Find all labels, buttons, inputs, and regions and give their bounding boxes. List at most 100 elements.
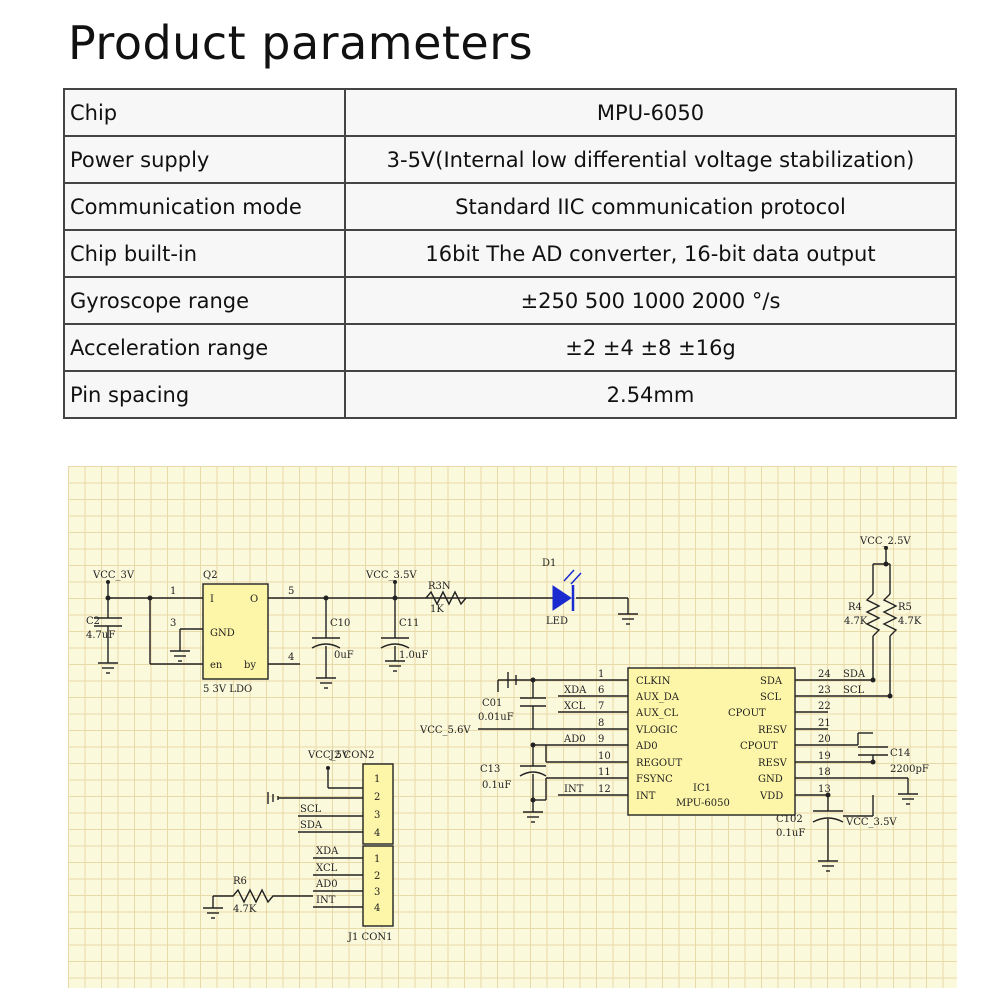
ldo-pinnum-1: 1 (170, 586, 176, 597)
j2-name: J2 CON2 (329, 750, 375, 761)
ic-pinnum-r6: 19 (818, 751, 831, 762)
ic-pin-clkin: CLKIN (636, 676, 671, 687)
ic-pin-int: INT (636, 791, 656, 802)
c2-ref: C2 (86, 616, 100, 627)
label-vcc-25v: VCC_2.5V (859, 536, 911, 547)
parameter-value: ±250 500 1000 2000 °/s (344, 276, 957, 325)
net-xda-j1: XDA (316, 846, 339, 857)
ldo-pin-gnd: GND (210, 628, 235, 639)
parameter-value: ±2 ±4 ±8 ±16g (344, 323, 957, 372)
net-scl-ic: SCL (843, 685, 865, 696)
parameter-label: Power supply (63, 135, 346, 184)
ic-pin-vdd: VDD (759, 791, 783, 802)
parameter-label: Chip built-in (63, 229, 346, 278)
net-scl-j2: SCL (300, 804, 322, 815)
parameter-label: Acceleration range (63, 323, 346, 372)
ic-pinnum-l5: 9 (598, 734, 604, 745)
ic-pin-gnd: GND (758, 774, 783, 785)
j1-pin-4: 4 (374, 903, 380, 914)
ldo-pinnum-4: 4 (288, 652, 294, 663)
led-ref: D1 (542, 558, 556, 569)
c13-value: 0.1uF (482, 780, 511, 791)
j2-pin-4: 4 (374, 828, 380, 839)
ic-pinnum-l6: 10 (598, 751, 611, 762)
ic-pin-ad0: AD0 (635, 741, 658, 752)
label-vcc-35v-top: VCC_3.5V (365, 570, 417, 581)
c11-ref: C11 (399, 618, 419, 629)
ldo-pin-by: by (244, 660, 256, 671)
ic-pinnum-l7: 11 (598, 767, 611, 778)
ic-pin-sda: SDA (760, 676, 783, 687)
c01-value: 0.01uF (478, 712, 514, 723)
r5-value: 4.7K (898, 616, 922, 627)
net-xcl-ic: XCL (564, 701, 586, 712)
circuit-schematic: VCC_3V VCC_3.5V VCC_2.5V VCC_5.6V VCC_3.… (68, 466, 957, 988)
label-vcc-56v: VCC_5.6V (419, 725, 471, 736)
ic-pin-scl: SCL (760, 692, 782, 703)
c2-value: 4.7uF (86, 630, 115, 641)
net-ad0-j1: AD0 (315, 879, 338, 890)
parameter-value: MPU-6050 (344, 88, 957, 137)
c01-ref: C01 (482, 698, 502, 709)
c102-value: 0.1uF (776, 828, 805, 839)
ldo-pin-en: en (210, 660, 223, 671)
ldo-pin-o: O (250, 594, 258, 605)
led-symbol (552, 569, 582, 611)
ic-pinnum-r8: 13 (818, 784, 831, 795)
net-sda-j2: SDA (300, 820, 323, 831)
ldo-name: 5 3V LDO (203, 684, 252, 695)
ic-pin-vlogic: VLOGIC (635, 725, 678, 736)
ic-pin-cpout-a: CPOUT (728, 708, 766, 719)
parameter-value: Standard IIC communication protocol (344, 182, 957, 231)
j2-pin-2: 2 (374, 792, 380, 803)
ic-pinnum-l8: 12 (598, 784, 611, 795)
c102-ref: C102 (776, 814, 803, 825)
net-ad0-ic: AD0 (563, 734, 586, 745)
ic-pin-cpout-b: CPOUT (740, 741, 778, 752)
parameter-label: Gyroscope range (63, 276, 346, 325)
ic-pinnum-r7: 18 (818, 767, 831, 778)
r6-ref: R6 (233, 876, 247, 887)
r3-ref: R3N (428, 581, 451, 592)
c10-value: 0uF (334, 650, 354, 661)
ic-pin-regout: REGOUT (636, 758, 682, 769)
parameter-value: 3-5V(Internal low differential voltage s… (344, 135, 957, 184)
r3-value: 1K (430, 604, 444, 615)
ic-pinnum-r3: 22 (818, 701, 831, 712)
led-name: LED (546, 616, 568, 627)
ic-pinnum-l3: 7 (598, 701, 604, 712)
r5-ref: R5 (898, 602, 912, 613)
c11-value: 1.0uF (399, 650, 428, 661)
ic-name: MPU-6050 (676, 798, 730, 809)
parameter-value: 2.54mm (344, 370, 957, 419)
ic-pinnum-l4: 8 (598, 718, 604, 729)
parameter-label: Pin spacing (63, 370, 346, 419)
label-vcc-35v-bottom: VCC_3.5V (845, 817, 897, 828)
ic-pinnum-r5: 20 (818, 734, 831, 745)
ic-pinnum-l1: 1 (598, 669, 604, 680)
j1-pin-3: 3 (374, 887, 380, 898)
j1-name: J1 CON1 (347, 932, 393, 943)
ic-pin-aux-da: AUX_DA (635, 692, 680, 703)
label-vcc-5v: VCC_5V (307, 750, 350, 761)
ic-pinnum-r4: 21 (818, 718, 831, 729)
parameter-label: Chip (63, 88, 346, 137)
ic-pin-aux-cl: AUX_CL (635, 708, 678, 719)
c10-ref: C10 (330, 618, 350, 629)
net-sda-ic: SDA (843, 669, 866, 680)
c13-ref: C13 (480, 764, 500, 775)
net-xda-ic: XDA (564, 685, 587, 696)
ic-pinnum-r2: 23 (818, 685, 831, 696)
ic-pin-resv-a: RESV (758, 725, 788, 736)
ic-pinnum-l2: 6 (598, 685, 604, 696)
ic-pin-fsync: FSYNC (636, 774, 673, 785)
ic-pin-resv-b: RESV (758, 758, 788, 769)
ic-pinnum-r1: 24 (818, 669, 831, 680)
r6-value: 4.7K (233, 904, 257, 915)
ic-ref: IC1 (693, 783, 711, 794)
parameter-label: Communication mode (63, 182, 346, 231)
ldo-pinnum-3: 3 (170, 618, 176, 629)
